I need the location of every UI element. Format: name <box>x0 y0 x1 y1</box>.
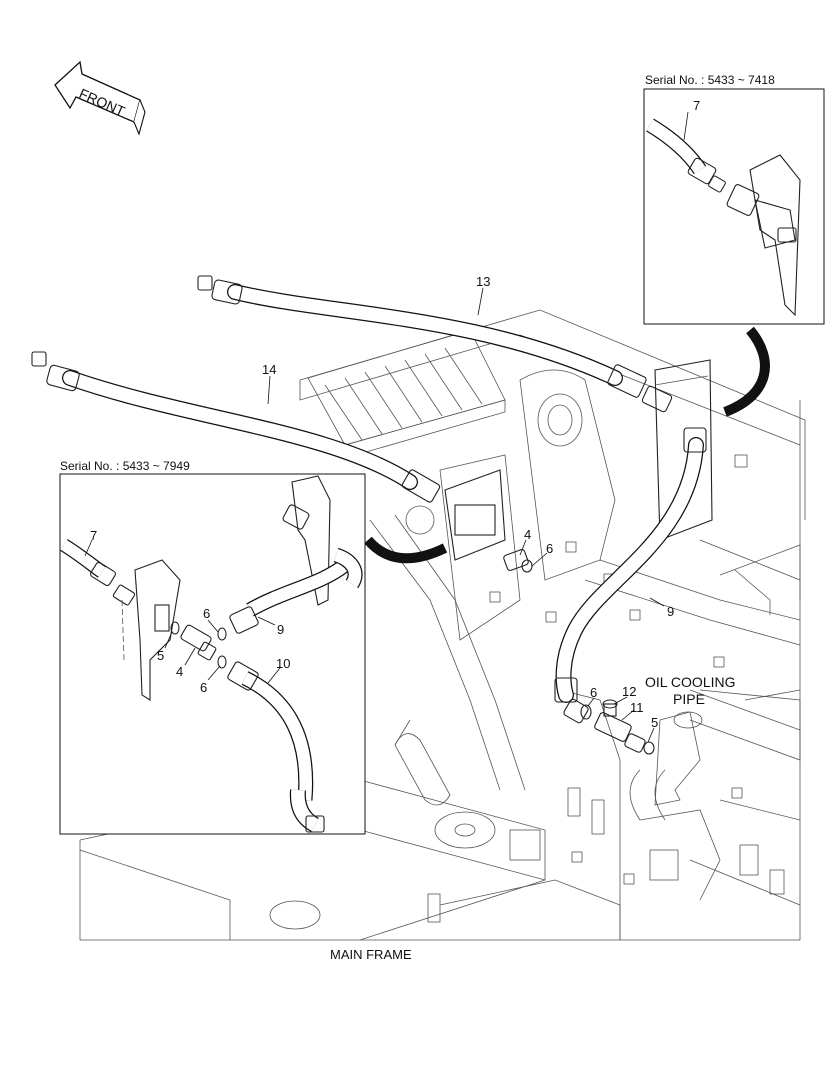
o-ring-6-main <box>580 704 592 720</box>
inset-left-callout-9: 9 <box>277 622 284 637</box>
pointer-arrow-right <box>723 326 770 417</box>
callout-4: 4 <box>524 527 531 542</box>
hose-13 <box>197 275 673 413</box>
hose-14 <box>31 351 441 503</box>
inset-right: Serial No. : 5433 ~ 7418 7 <box>643 73 825 325</box>
callout-14: 14 <box>262 362 276 377</box>
callout-6-top: 6 <box>546 541 553 556</box>
oil-cooling-pipe-label-2: PIPE <box>673 691 705 707</box>
inset-left-callout-6a: 6 <box>203 606 210 621</box>
inset-left-callout-10: 10 <box>276 656 290 671</box>
adapter-5-main <box>624 733 655 755</box>
hose-bracket-main <box>444 359 713 561</box>
callout-9: 9 <box>667 604 674 619</box>
inset-left-callout-4: 4 <box>176 664 183 679</box>
main-frame-label: MAIN FRAME <box>330 947 412 962</box>
inset-left-serial: Serial No. : 5433 ~ 7949 <box>60 459 190 473</box>
callout-12: 12 <box>622 684 636 699</box>
inset-right-callout-7: 7 <box>693 98 700 113</box>
inset-left-callout-6b: 6 <box>200 680 207 695</box>
hose-9 <box>554 427 707 724</box>
o-ring-12-main <box>602 699 618 709</box>
adapter-4-main <box>503 549 533 573</box>
inset-left: Serial No. : 5433 ~ 7949 <box>59 459 366 835</box>
inset-left-callout-5: 5 <box>157 648 164 663</box>
tee-11-main <box>594 703 632 742</box>
callout-6-bottom: 6 <box>590 685 597 700</box>
callout-5: 5 <box>651 715 658 730</box>
inset-left-callout-7: 7 <box>90 528 97 543</box>
inset-right-serial: Serial No. : 5433 ~ 7418 <box>645 73 775 87</box>
callout-13: 13 <box>476 274 490 289</box>
oil-cooling-pipe-label-1: OIL COOLING <box>645 674 736 690</box>
callout-11: 11 <box>630 700 644 715</box>
main-callouts: 13 14 4 6 9 6 12 11 5 <box>262 274 674 743</box>
pointer-arrow-left <box>364 536 448 564</box>
front-arrow-icon: FRONT <box>54 60 146 136</box>
